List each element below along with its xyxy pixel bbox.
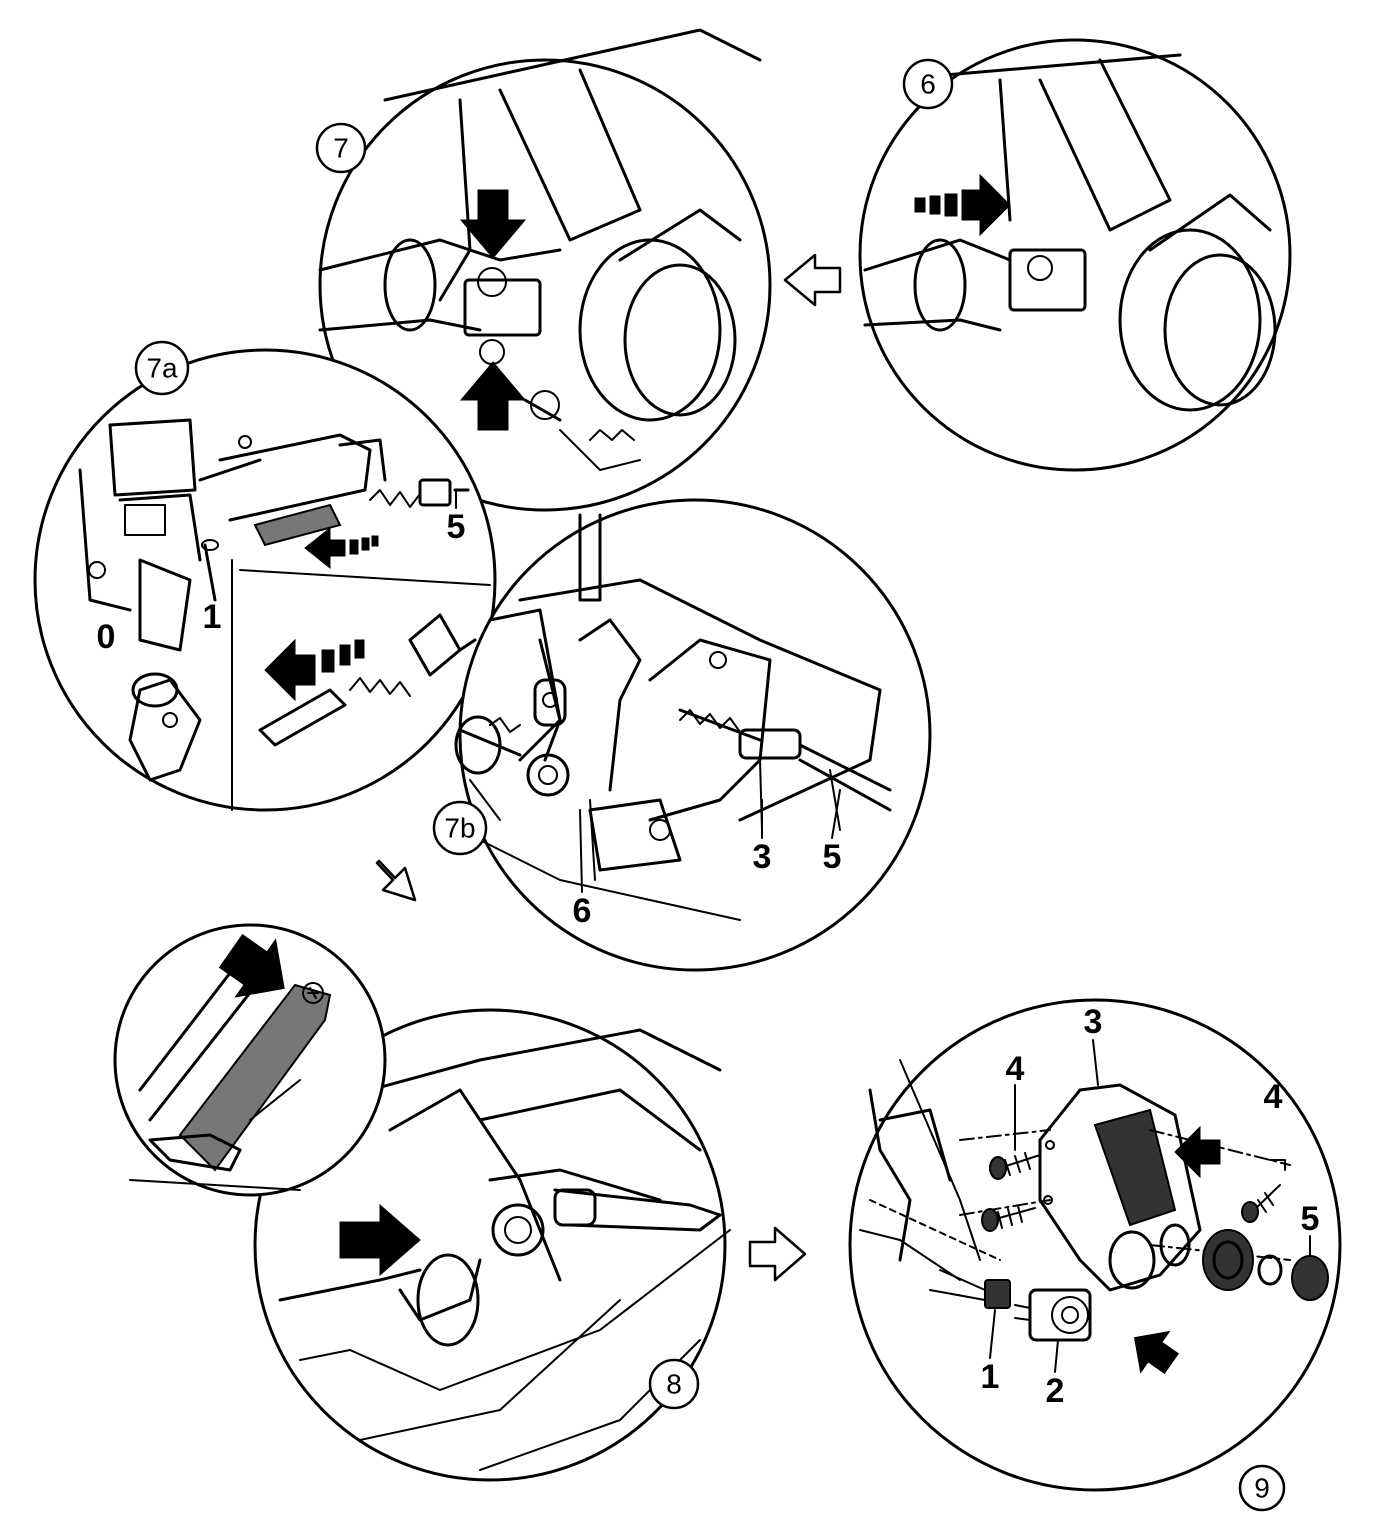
svg-text:9: 9 xyxy=(1254,1473,1270,1504)
leader-9-1 xyxy=(989,1309,996,1359)
callout-7a-part-5: 5 xyxy=(447,508,466,546)
push-right-arrow-icon xyxy=(914,173,1011,237)
step-badge-9: 9 xyxy=(1238,1464,1286,1512)
step-badge-7b: 7b xyxy=(432,800,488,856)
step-badge-7: 7 xyxy=(315,122,367,174)
svg-text:6: 6 xyxy=(920,69,936,100)
leader-7b-6 xyxy=(579,809,583,893)
callout-9-part-4-left: 4 xyxy=(1006,1050,1025,1088)
flow-arrow-icon-7-to-8 xyxy=(375,859,417,902)
detail-circle-6 xyxy=(858,38,1292,472)
svg-text:7a: 7a xyxy=(146,353,178,384)
detail-circle-9 xyxy=(848,998,1342,1492)
flow-arrow-icon-6-to-7 xyxy=(783,253,842,307)
leader-7b-5 xyxy=(831,789,841,839)
push-arrow-icon xyxy=(339,1203,421,1277)
svg-text:7b: 7b xyxy=(444,813,475,844)
callout-9-part-5: 5 xyxy=(1301,1200,1320,1238)
screw-left-upper xyxy=(989,1152,1041,1180)
leader-9-3 xyxy=(1092,1039,1099,1086)
flow-arrow-icon-8-to-9 xyxy=(748,1226,807,1282)
insert-arrow-icon xyxy=(218,933,285,998)
press-arrow-icon-upper xyxy=(1174,1125,1221,1179)
callout-9-part-3: 3 xyxy=(1084,1003,1103,1041)
detail-circle-8-inset xyxy=(113,923,387,1197)
detail-circle-7b xyxy=(454,498,932,972)
screw-right xyxy=(1241,1184,1281,1223)
step-badge-6: 6 xyxy=(902,58,954,110)
pull-left-arrow-icon xyxy=(304,526,379,570)
callout-9-part-2: 2 xyxy=(1046,1372,1065,1410)
screw-left-lower xyxy=(981,1205,1036,1232)
callout-9-part-4-right: 4 xyxy=(1264,1078,1283,1116)
callout-7b-part-5: 5 xyxy=(823,838,842,876)
svg-text:7: 7 xyxy=(333,133,349,164)
callout-7a-position-0: 0 xyxy=(97,618,116,656)
callout-7b-part-3: 3 xyxy=(753,838,772,876)
detail-circle-8 xyxy=(253,1008,731,1482)
callout-7b-part-6: 6 xyxy=(573,892,592,930)
callout-7a-position-1: 1 xyxy=(203,598,222,636)
down-arrow-icon xyxy=(459,189,527,259)
detail-circle-7 xyxy=(318,28,772,512)
pull-left-arrow-icon-large xyxy=(264,638,365,702)
detail-circle-7a xyxy=(33,348,497,812)
step-badge-8: 8 xyxy=(648,1358,700,1410)
leader-9-2 xyxy=(1054,1339,1059,1373)
callout-9-part-1: 1 xyxy=(981,1358,1000,1396)
step-badge-7a: 7a xyxy=(134,340,190,396)
up-arrow-icon xyxy=(459,361,527,431)
press-arrow-icon-lower xyxy=(1133,1330,1179,1374)
svg-text:8: 8 xyxy=(666,1369,682,1400)
